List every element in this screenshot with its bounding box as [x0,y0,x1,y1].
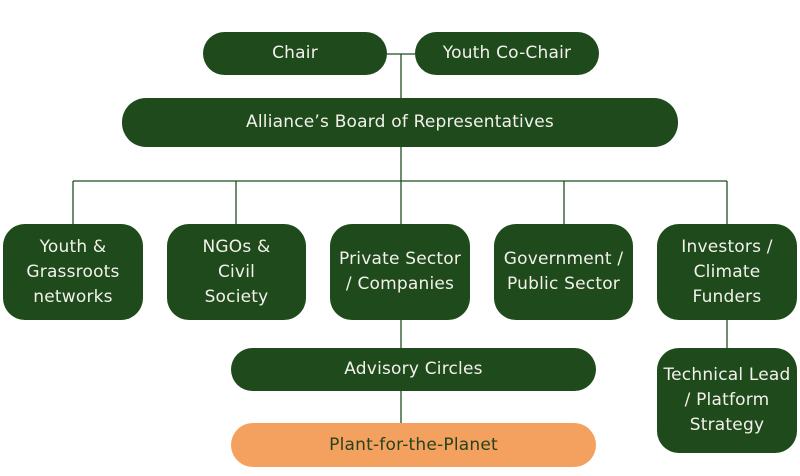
constituency-ngos-label: NGOs & Civil Society [202,236,271,307]
constituency-youth-label: Youth & Grassroots networks [26,236,120,307]
constituency-youth-node: Youth & Grassroots networks [3,224,143,320]
advisory-circles-node: Advisory Circles [231,348,596,391]
constituency-private-sector-node: Private Sector / Companies [330,224,470,320]
technical-lead-node: Technical Lead / Platform Strategy [657,348,797,453]
board-node: Alliance’s Board of Representatives [122,98,678,147]
constituency-government-node: Government / Public Sector [494,224,633,320]
youth-co-chair-node: Youth Co-Chair [415,32,599,75]
constituency-private-sector-label: Private Sector / Companies [338,249,462,294]
constituency-investors-label: Investors / Climate Funders [681,236,773,307]
technical-lead-label: Technical Lead / Platform Strategy [663,365,791,435]
constituency-ngos-node: NGOs & Civil Society [167,224,306,320]
youth-co-chair-label: Youth Co-Chair [442,43,572,63]
host-organization-label: Plant-for-the-Planet [329,434,498,455]
chair-node: Chair [203,32,387,75]
board-label: Alliance’s Board of Representatives [246,112,554,132]
constituency-investors-node: Investors / Climate Funders [657,224,797,320]
constituency-government-label: Government / Public Sector [503,249,624,294]
chair-label: Chair [272,43,318,63]
advisory-circles-label: Advisory Circles [344,359,483,379]
host-organization-node: Plant-for-the-Planet [231,423,596,467]
